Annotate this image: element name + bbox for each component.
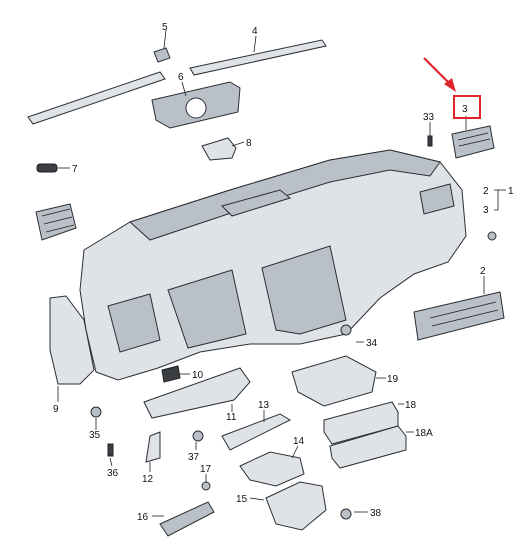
leader-lines: [57, 29, 506, 517]
part-33-screw: [427, 135, 433, 147]
part-12-bracket: [145, 431, 161, 463]
part-34-clip: [340, 324, 352, 336]
part-13-steering-trim: [221, 413, 292, 451]
callout-7: 7: [72, 164, 78, 175]
callout-1: 1: [508, 186, 514, 197]
callout-2-group: 2: [483, 186, 489, 197]
callout-35: 35: [89, 430, 101, 441]
callout-17: 17: [200, 464, 212, 475]
callout-6: 6: [178, 72, 184, 83]
part-9-side-panel: [49, 295, 95, 385]
callout-2-vent: 2: [480, 266, 486, 277]
part-16-lower-cover: [159, 501, 215, 537]
callout-38: 38: [370, 508, 382, 519]
part-36-screw: [107, 443, 114, 457]
part-19-cover: [291, 355, 377, 407]
part-15-column-shroud-lower: [265, 481, 327, 531]
part-38-clip: [340, 508, 352, 520]
highlight-box-part-3: [453, 95, 481, 119]
part-14-column-shroud-upper: [239, 451, 305, 487]
callout-37: 37: [188, 452, 200, 463]
part-6-trim-panel: [151, 81, 241, 129]
part-3-air-vent-highlighted: [451, 125, 495, 159]
callout-3-highlighted: 3: [462, 104, 468, 115]
callout-16: 16: [137, 512, 149, 523]
part-37-clip: [192, 430, 204, 442]
part-2-right-air-vent: [413, 291, 505, 341]
callout-33: 33: [423, 112, 435, 123]
callout-8: 8: [246, 138, 252, 149]
part-8-bracket: [201, 137, 237, 161]
part-4-top-trim-strip: [27, 39, 327, 125]
part-35-clip: [90, 406, 102, 418]
part-18a-panel: [329, 425, 407, 469]
callout-11: 11: [226, 412, 237, 423]
highlight-arrowhead: [444, 78, 456, 92]
part-10-switch: [161, 365, 181, 383]
callout-15: 15: [236, 494, 248, 505]
callout-18a: 18A: [415, 428, 433, 439]
part-17-clip: [201, 481, 211, 491]
callout-19: 19: [387, 374, 399, 385]
callout-12: 12: [142, 474, 154, 485]
part-7-insert: [36, 163, 58, 173]
callout-34: 34: [366, 338, 378, 349]
part-left-air-vent: [35, 203, 77, 241]
fastener-right: [487, 231, 497, 241]
callout-10: 10: [192, 370, 204, 381]
part-11-lower-trim: [143, 367, 251, 419]
highlight-arrow: [423, 57, 451, 85]
callout-labels: 5 4 6 8 7 33 3 2 1 3 2 9 34 10 11 19 35 …: [53, 22, 514, 523]
callout-14: 14: [293, 436, 305, 447]
callout-18: 18: [405, 400, 417, 411]
callout-4: 4: [252, 26, 258, 37]
callout-3-group: 3: [483, 205, 489, 216]
callout-13: 13: [258, 400, 270, 411]
callout-36: 36: [107, 468, 119, 479]
part-dashboard-main-body: [79, 149, 467, 381]
part-5-clip: [153, 47, 171, 63]
callout-5: 5: [162, 22, 168, 33]
callout-9: 9: [53, 404, 59, 415]
